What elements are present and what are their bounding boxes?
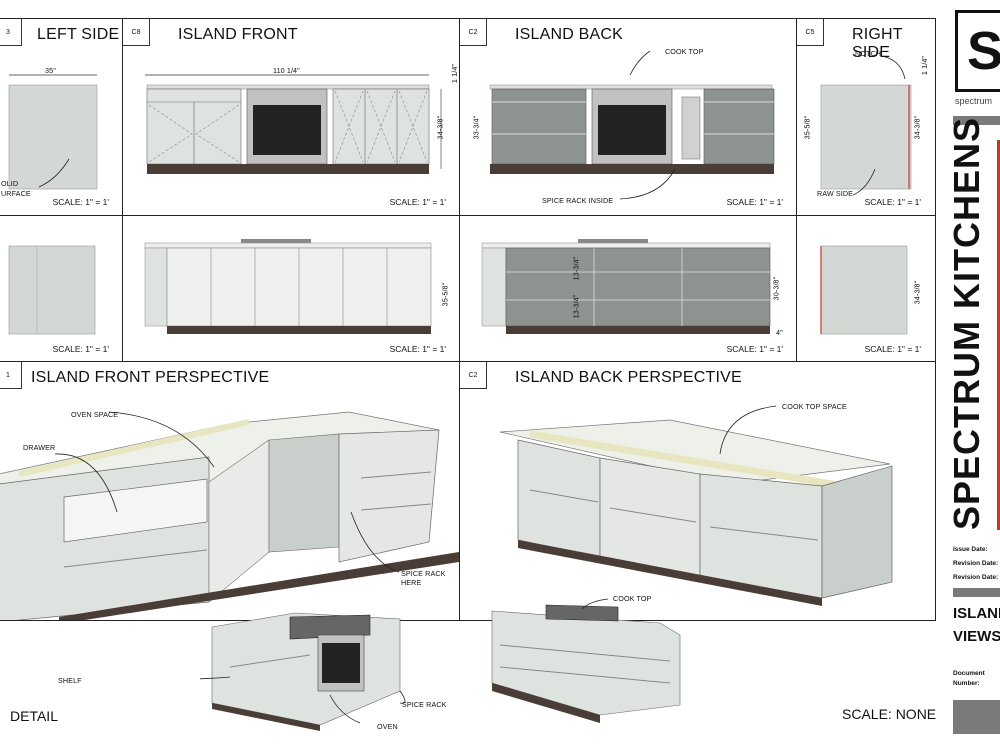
- dim-label: 35": [45, 66, 56, 75]
- row2-left-drawing: [8, 245, 96, 335]
- annotation: URFACE: [1, 189, 31, 198]
- dim-label: 30-3/8": [771, 276, 781, 301]
- revision-date-label: Revision Date:: [953, 574, 999, 581]
- island-back-drawing: [489, 50, 775, 200]
- raw-side-label: RAW SIDE: [817, 189, 854, 198]
- annotation: OLID: [1, 179, 19, 188]
- panel-title: ISLAND FRONT: [178, 26, 298, 43]
- panel-title: ISLAND FRONT PERSPECTIVE: [31, 369, 270, 386]
- panel-code: C8: [123, 19, 150, 46]
- panel-code: 1: [0, 362, 22, 389]
- oven-space-label: OVEN SPACE: [71, 410, 119, 419]
- panel-island-back: C2 ISLAND BACK COOK TOP SPICE RACK INSID…: [459, 18, 798, 216]
- panel-code: C2: [460, 19, 487, 46]
- panel-row2-left: SCALE: 1" = 1': [0, 215, 124, 363]
- brand-logo: S: [955, 10, 1000, 92]
- right-side-drawing: [820, 56, 912, 196]
- panel-front-perspective: 1 ISLAND FRONT PERSPECTIVE OVEN SPACE DR…: [0, 361, 461, 621]
- front-perspective-drawing: [0, 411, 459, 620]
- detail-label: DETAIL: [10, 708, 58, 724]
- dim-label: 35-5/8": [802, 115, 812, 140]
- accent-stripe: [997, 140, 1000, 530]
- spice-rack-here-label: SPICE RACK HERE: [401, 569, 446, 587]
- sheet-title-line-2: VIEWS: [953, 628, 1000, 645]
- dim-label: 34-3/8": [912, 280, 922, 305]
- cooktop-label: COOK TOP: [613, 594, 652, 603]
- panel-code: 3: [0, 19, 22, 46]
- panel-row2-right: 34-3/8" SCALE: 1" = 1': [796, 215, 936, 363]
- panel-left-side: 3 LEFT SIDE 35" OLID URFACE SCALE: 1" = …: [0, 18, 124, 216]
- oven-label: OVEN: [377, 722, 398, 731]
- dim-label: 35-5/8": [440, 282, 450, 307]
- brand-vertical-title: SPECTRUM KITCHENS: [946, 116, 987, 530]
- revision-date-label: Revision Date:: [953, 560, 999, 567]
- document-number-label: Number:: [953, 680, 980, 687]
- scale-label: SCALE: 1" = 1': [52, 197, 109, 207]
- dim-label: 110 1/4": [273, 66, 300, 75]
- divider-bar: [953, 116, 1000, 125]
- sheet-title-line-1: ISLAND: [953, 605, 1000, 622]
- row2-right-drawing: [820, 245, 908, 335]
- document-number-label: Document: [953, 670, 985, 677]
- scale-label: SCALE: 1" = 1': [389, 197, 446, 207]
- scale-label: SCALE: 1" = 1': [726, 344, 783, 354]
- dim-label: 1 1/4": [450, 63, 460, 84]
- brand-name-small: spectrum: [955, 96, 993, 106]
- panel-code: C2: [460, 362, 487, 389]
- scale-label: SCALE: 1" = 1': [726, 197, 783, 207]
- divider-bar: [953, 588, 1000, 597]
- panel-code: C5: [797, 19, 824, 46]
- scale-none-label: SCALE: NONE: [842, 706, 937, 722]
- dim-label: 34-3/8": [912, 115, 922, 140]
- island-front-drawing: [145, 74, 442, 174]
- document-number-box: [953, 700, 1000, 734]
- scale-label: SCALE: 1" = 1': [52, 344, 109, 354]
- detail-drawings: [200, 598, 681, 731]
- panel-back-perspective: C2 ISLAND BACK PERSPECTIVE COOK TOP SPAC…: [459, 361, 936, 621]
- drawer-label: DRAWER: [23, 443, 56, 452]
- row2-back-drawing: [481, 239, 771, 334]
- back-perspective-drawing: [499, 405, 893, 606]
- panel-row2-front: 35-5/8" SCALE: 1" = 1': [122, 215, 461, 363]
- dim-label: 13-3/4": [571, 256, 581, 281]
- dim-label: 13-3/4": [571, 294, 581, 319]
- cooktop-label: COOK TOP: [665, 47, 704, 56]
- notch-label: NOTCH: [855, 49, 882, 58]
- issue-date-label: Issue Date:: [953, 546, 988, 553]
- left-side-drawing: [8, 74, 98, 190]
- dim-label: 33-3/4": [471, 115, 481, 140]
- scale-label: SCALE: 1" = 1': [864, 344, 921, 354]
- panel-title: RIGHT SIDE: [852, 26, 903, 61]
- panel-title: ISLAND BACK PERSPECTIVE: [515, 369, 742, 386]
- panel-right-side: C5 RIGHT SIDE NOTCH RAW SIDE 35-5/8" 34-…: [796, 18, 936, 216]
- title-block: S spectrum SPECTRUM KITCHENS Issue Date:…: [945, 0, 1000, 750]
- spice-rack-label: SPICE RACK INSIDE: [542, 196, 614, 205]
- scale-label: SCALE: 1" = 1': [389, 344, 446, 354]
- dim-label: 4": [776, 328, 783, 337]
- cooktop-space-label: COOK TOP SPACE: [782, 402, 847, 411]
- scale-label: SCALE: 1" = 1': [864, 197, 921, 207]
- panel-title: ISLAND BACK: [515, 26, 624, 43]
- panel-row2-back: 13-3/4" 13-3/4" 30-3/8" 4" SCALE: 1" = 1…: [459, 215, 798, 363]
- panel-title: LEFT SIDE: [37, 26, 120, 43]
- panel-island-front: C8 ISLAND FRONT 110 1/4" 1 1/4" 34-3/8" …: [122, 18, 461, 216]
- row2-front-drawing: [144, 239, 432, 334]
- shelf-label: SHELF: [58, 676, 82, 685]
- dim-label: 34-3/8": [435, 115, 445, 140]
- sheet-title: ISLAND VIEWS: [953, 602, 1000, 648]
- spice-rack-label: SPICE RACK: [402, 700, 447, 709]
- dim-label: 1 1/4": [920, 55, 930, 76]
